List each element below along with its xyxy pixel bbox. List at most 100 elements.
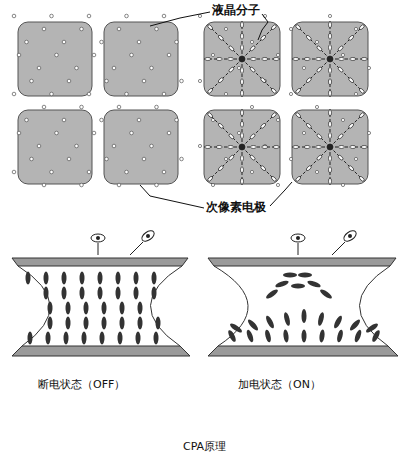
lc-molecule bbox=[228, 146, 234, 149]
lc-molecule bbox=[218, 77, 224, 83]
rivet bbox=[327, 56, 333, 62]
lc-molecule bbox=[228, 154, 234, 160]
field-line bbox=[207, 112, 242, 147]
lc-molecule bbox=[26, 272, 31, 285]
lc-molecule bbox=[329, 45, 332, 51]
lc-molecule bbox=[367, 131, 370, 134]
field-line bbox=[292, 147, 330, 148]
lc-molecule bbox=[207, 176, 213, 182]
lc-molecule bbox=[250, 170, 253, 173]
eye-pupil bbox=[96, 236, 100, 240]
eye-icon bbox=[140, 229, 156, 244]
lc-molecule bbox=[359, 176, 365, 182]
sub-pixel-electrode bbox=[104, 22, 178, 96]
lc-molecule bbox=[338, 58, 344, 61]
lc-molecule bbox=[180, 79, 184, 83]
lc-molecule bbox=[304, 58, 310, 61]
lc-molecule bbox=[250, 58, 256, 61]
lc-molecule bbox=[302, 131, 305, 134]
lc-molecule bbox=[304, 146, 310, 149]
lc-molecule bbox=[348, 165, 354, 171]
lc-molecule bbox=[341, 53, 344, 56]
lc-molecule bbox=[227, 329, 238, 343]
lc-molecule bbox=[241, 67, 244, 73]
lc-molecule bbox=[241, 22, 244, 28]
lc-molecule bbox=[350, 146, 356, 149]
lc-molecule bbox=[316, 146, 322, 149]
lc-molecule bbox=[80, 272, 85, 285]
lc-molecule bbox=[241, 178, 244, 184]
lc-molecule bbox=[66, 317, 71, 330]
field-line bbox=[242, 147, 280, 148]
lc-molecule bbox=[150, 144, 154, 148]
field-line bbox=[292, 59, 330, 60]
lc-molecule bbox=[80, 183, 84, 187]
lc-molecule bbox=[354, 157, 357, 160]
lc-molecule bbox=[260, 77, 266, 83]
lc-molecule bbox=[67, 79, 71, 83]
lc-molecule bbox=[162, 92, 166, 96]
lc-molecule bbox=[275, 279, 290, 288]
lc-molecule bbox=[302, 330, 307, 343]
lc-molecule bbox=[207, 112, 213, 118]
lc-molecule bbox=[125, 170, 129, 174]
field-line bbox=[242, 24, 277, 59]
lc-molecule bbox=[138, 302, 143, 315]
lc-molecule bbox=[276, 53, 279, 56]
lc-molecule bbox=[260, 123, 266, 129]
lc-molecule bbox=[152, 287, 157, 300]
lc-molecule bbox=[207, 24, 213, 30]
cell-wall bbox=[18, 266, 182, 346]
lc-molecule bbox=[315, 40, 318, 43]
lc-molecule bbox=[42, 27, 46, 31]
lc-molecule bbox=[276, 183, 279, 186]
lc-molecule bbox=[211, 183, 214, 186]
lc-molecule bbox=[205, 58, 211, 61]
lc-molecule bbox=[276, 118, 279, 121]
lc-molecule bbox=[228, 66, 234, 72]
lc-molecule bbox=[306, 77, 312, 83]
lc-molecule bbox=[228, 133, 234, 139]
lc-molecule bbox=[218, 35, 224, 41]
lc-molecule bbox=[211, 53, 214, 56]
lc-molecule bbox=[329, 155, 332, 161]
lc-molecule bbox=[228, 58, 234, 61]
lc-molecule bbox=[64, 332, 69, 345]
lc-molecule bbox=[319, 329, 326, 343]
field-line bbox=[242, 147, 277, 182]
sub-pixel-electrode bbox=[18, 110, 92, 184]
field-line bbox=[330, 59, 368, 60]
part-label: 次像素电极 bbox=[206, 200, 266, 214]
lc-molecule bbox=[207, 88, 213, 94]
lc-molecule bbox=[30, 157, 34, 161]
lc-molecule bbox=[62, 40, 66, 44]
lc-molecule bbox=[262, 58, 268, 61]
lc-molecule bbox=[265, 315, 276, 330]
field-line bbox=[330, 24, 365, 59]
lc-molecule bbox=[44, 287, 49, 300]
lc-molecule bbox=[241, 45, 244, 51]
lc-molecule bbox=[265, 288, 279, 300]
leader-line bbox=[150, 12, 210, 26]
leader-line bbox=[258, 14, 268, 40]
lc-molecule bbox=[271, 24, 277, 30]
eye-pupil bbox=[296, 236, 300, 240]
lc-molecule bbox=[306, 35, 312, 41]
lc-molecule bbox=[249, 154, 255, 160]
glass-substrate bbox=[12, 346, 190, 356]
lc-molecule bbox=[348, 77, 354, 83]
lc-molecule bbox=[289, 92, 292, 95]
lc-molecule bbox=[198, 14, 201, 17]
lc-molecule bbox=[302, 309, 307, 323]
lc-molecule bbox=[348, 123, 354, 129]
lc-molecule bbox=[137, 40, 141, 44]
field-line bbox=[242, 112, 277, 147]
lc-molecule bbox=[329, 67, 332, 73]
lc-molecule bbox=[98, 287, 103, 300]
lc-molecule bbox=[354, 27, 357, 30]
lc-molecule bbox=[250, 40, 253, 43]
lc-molecule bbox=[62, 287, 67, 300]
lc-molecule bbox=[142, 157, 146, 161]
lc-molecule bbox=[50, 170, 54, 174]
sub-pixel-electrode bbox=[18, 22, 92, 96]
